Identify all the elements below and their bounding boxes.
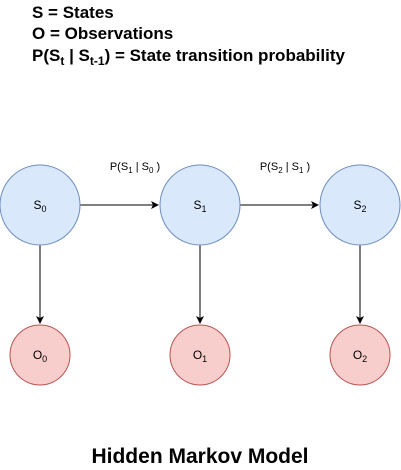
state-node-s0: S0 [0,164,81,246]
state-label-s1: S1 [193,198,206,214]
observation-label-o0: O0 [33,348,47,364]
state-label-s2: S2 [353,198,366,214]
state-label-s0: S0 [33,198,46,214]
observation-label-o2: O2 [353,348,367,364]
legend-states: S = States [32,3,114,22]
edge-label-s1-s2: P(S2 | S1 ) [260,161,310,175]
observation-node-o1: O1 [169,324,231,386]
observation-node-o0: O0 [9,324,71,386]
observation-label-o1: O1 [193,348,207,364]
diagram-title: Hidden Markov Model [91,445,308,468]
observation-node-o2: O2 [329,324,391,386]
legend-transition: P(St | St-1) = State transition probabil… [32,46,345,68]
state-node-s1: S1 [159,164,241,246]
edge-label-s0-s1: P(S1 | S0 ) [110,161,160,175]
legend-observations: O = Observations [32,24,173,43]
state-node-s2: S2 [319,164,401,246]
